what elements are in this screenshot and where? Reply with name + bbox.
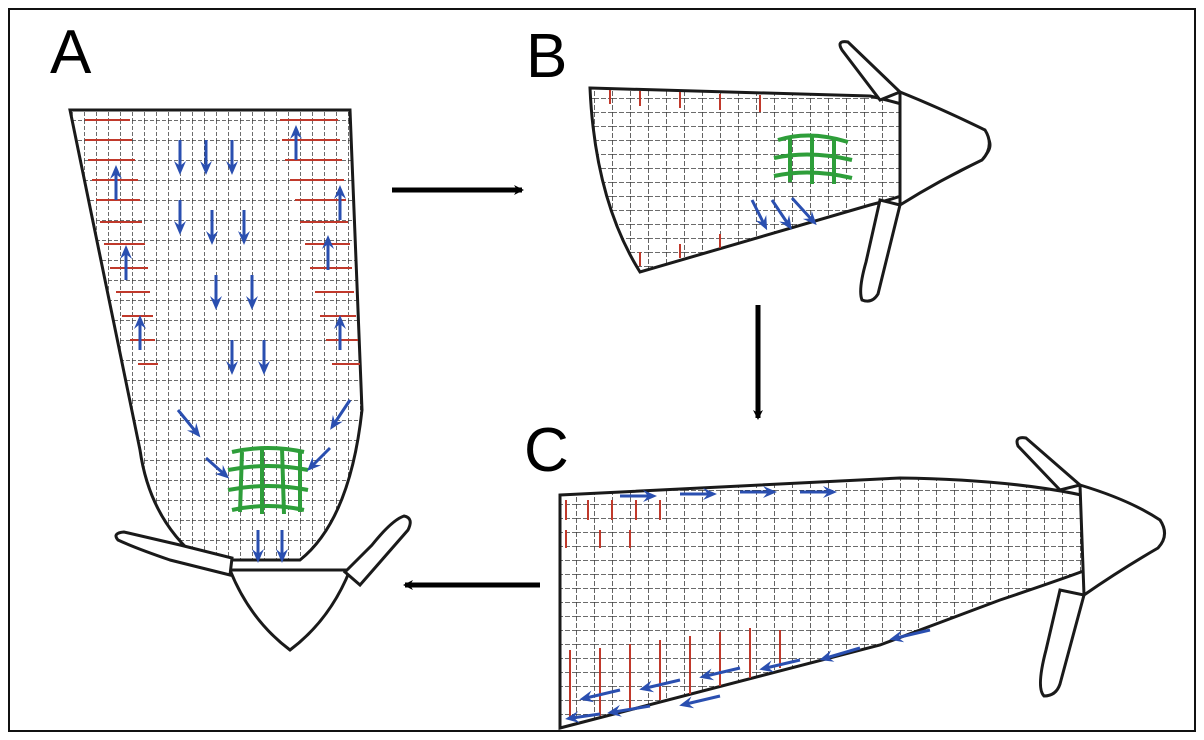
panel-c-root [555,438,1175,735]
panel-b-label: B [526,26,567,88]
panel-c-label: C [524,420,569,482]
panel-a-root [60,100,410,650]
panel-b-root [580,42,1000,301]
panel-a-label: A [50,22,91,84]
